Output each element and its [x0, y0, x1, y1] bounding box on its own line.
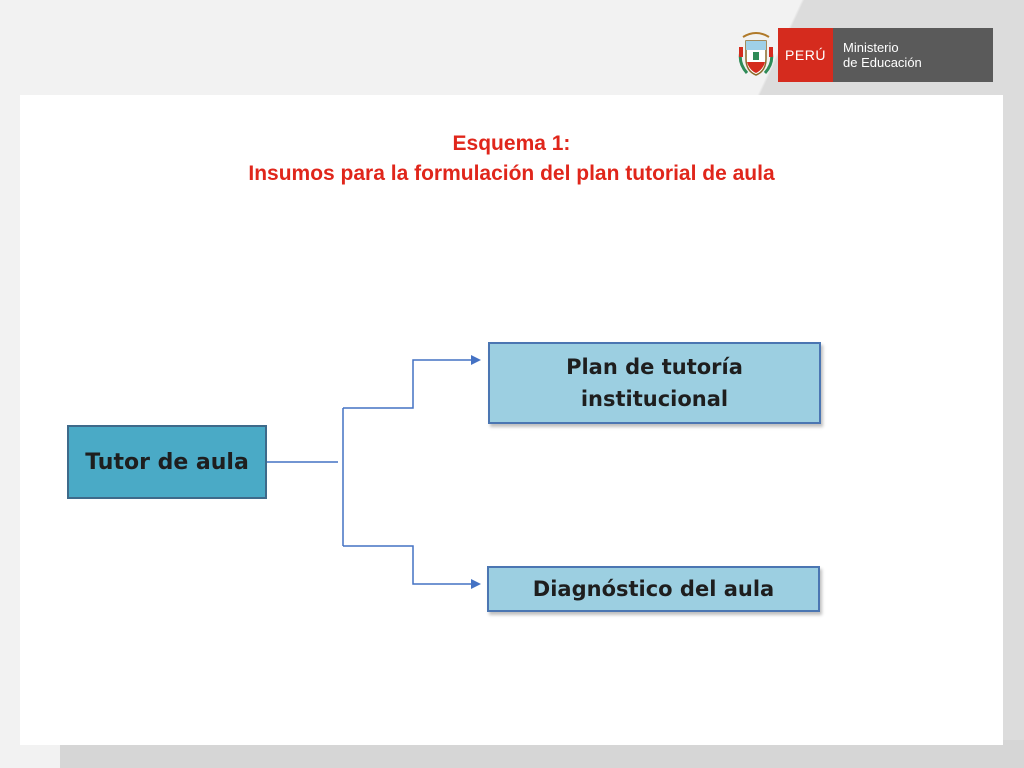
connector-to-plan — [343, 355, 481, 409]
slide-title-line-1: Esquema 1: — [452, 132, 571, 155]
node-diagnostico-del-aula: Diagnóstico del aula — [487, 566, 820, 612]
node-tutor-de-aula: Tutor de aula — [67, 425, 267, 499]
slide-title-line-2: Insumos para la formulación del plan tut… — [248, 162, 775, 185]
ministry-line-2: de Educación — [843, 55, 922, 70]
peru-coat-of-arms-icon — [734, 28, 778, 82]
peru-label: PERÚ — [778, 28, 833, 82]
ministry-logo: PERÚ Ministerio de Educación — [734, 28, 993, 82]
ministry-name: Ministerio de Educación — [833, 28, 993, 82]
node-plan-de-tutoria-label: Plan de tutoría institucional — [566, 355, 743, 411]
node-plan-de-tutoria: Plan de tutoría institucional — [488, 342, 821, 424]
ministry-line-1: Ministerio — [843, 40, 899, 55]
connector-to-diagnostico — [343, 545, 481, 589]
node-tutor-de-aula-label: Tutor de aula — [85, 449, 249, 475]
node-diagnostico-label: Diagnóstico del aula — [532, 577, 775, 601]
